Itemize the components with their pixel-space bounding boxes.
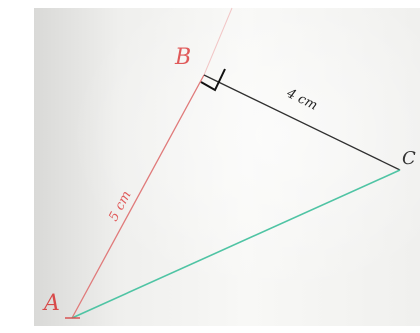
- board-glare: [34, 8, 420, 326]
- whiteboard: [34, 8, 420, 326]
- vertex-label-c: C: [402, 148, 416, 169]
- side-bc: [203, 74, 401, 171]
- extension-line-ab: [203, 7, 233, 76]
- vertex-label-a: A: [42, 291, 60, 316]
- side-ab: [71, 74, 205, 319]
- vertex-label-b: B: [174, 45, 191, 70]
- side-label-ab: 5 cm: [106, 189, 134, 224]
- side-label-bc: 4 cm: [283, 86, 319, 114]
- side-ac: [71, 169, 401, 319]
- right-angle-mark: [200, 68, 226, 92]
